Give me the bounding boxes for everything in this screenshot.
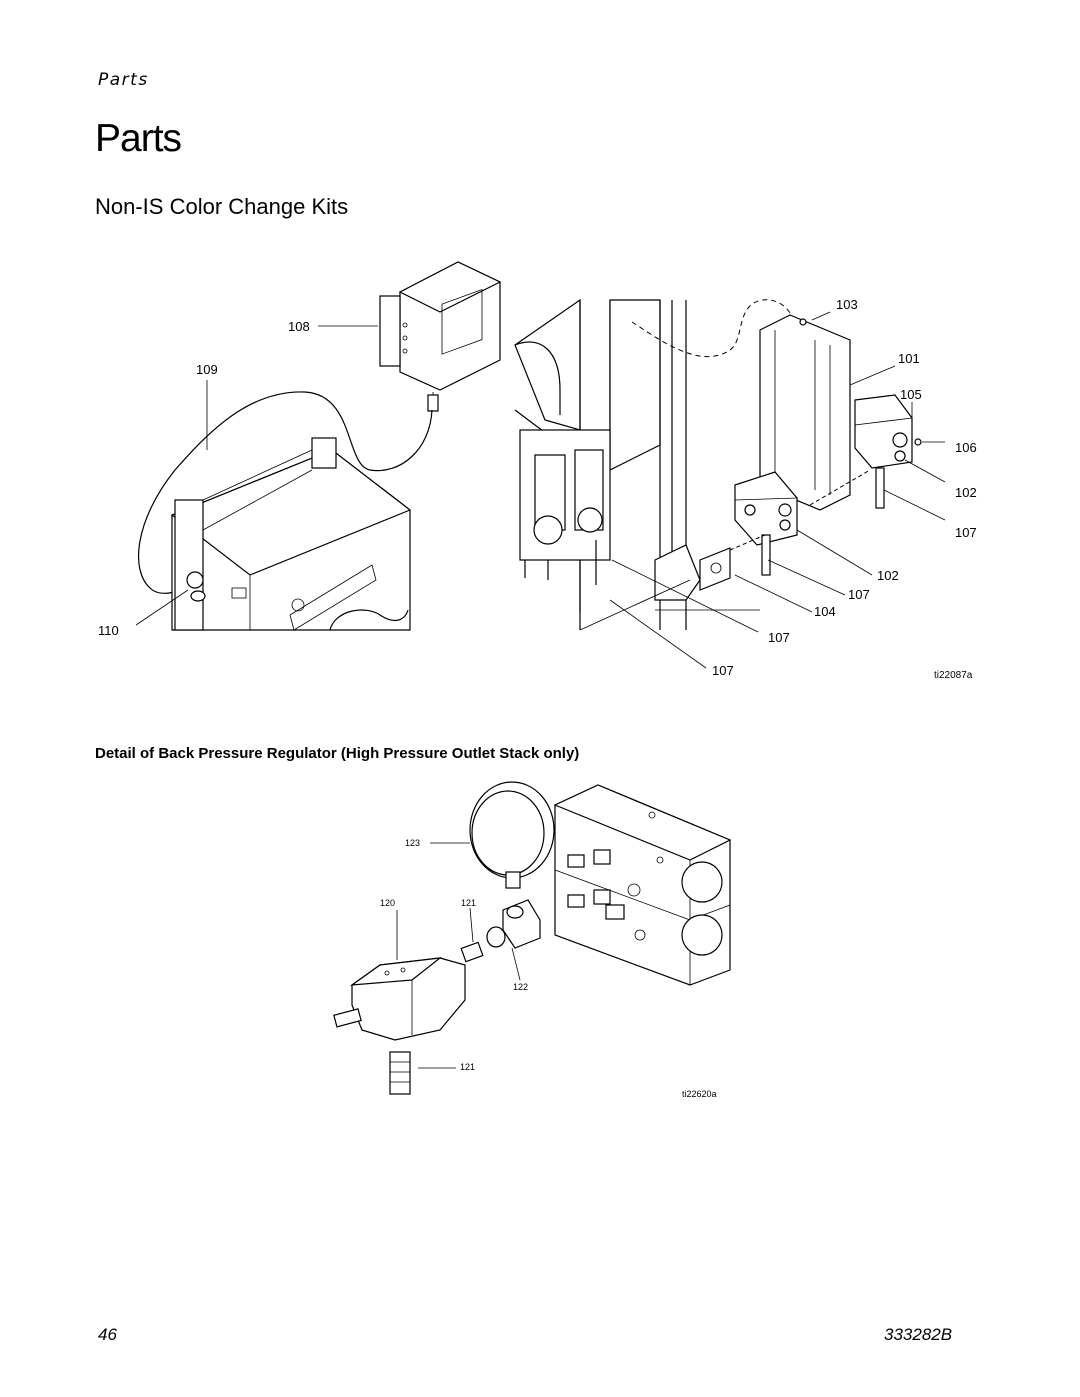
document-number: 333282B (884, 1325, 953, 1344)
callout-121-b: 121 (460, 1062, 475, 1072)
base-enclosure-drawing (170, 437, 412, 631)
callout-122: 122 (513, 982, 528, 992)
callout-107-c: 107 (768, 630, 790, 645)
page-title: Parts (95, 117, 182, 160)
callout-108: 108 (288, 319, 310, 334)
callout-109: 109 (196, 362, 218, 377)
callout-105: 105 (900, 387, 922, 402)
callout-110: 110 (98, 623, 119, 638)
callout-107-a: 107 (955, 525, 977, 540)
callout-101: 101 (898, 351, 920, 366)
callout-107-b: 107 (848, 587, 870, 602)
page-number: 46 (98, 1325, 117, 1344)
callout-102-b: 102 (877, 568, 899, 583)
mixer-frame-drawing (514, 298, 760, 631)
section-title: Non-IS Color Change Kits (95, 194, 349, 219)
callout-leaders (135, 311, 946, 669)
callout-107-d: 107 (712, 663, 734, 678)
callout-103: 103 (836, 297, 858, 312)
callout-106: 106 (955, 440, 977, 455)
callout-120: 120 (380, 898, 395, 908)
control-box-108-drawing (379, 261, 502, 412)
callout-121-a: 121 (461, 898, 476, 908)
callout-123: 123 (405, 838, 420, 848)
callout-102-a: 102 (955, 485, 977, 500)
figure-caption: Detail of Back Pressure Regulator (High … (95, 745, 580, 762)
callout-104: 104 (814, 604, 836, 619)
mounting-plate-101-drawing (729, 314, 922, 576)
figure-2-drawing (333, 781, 732, 1095)
figure-2-id: ti22620a (682, 1089, 717, 1099)
figure-1-drawing (135, 261, 946, 669)
running-head: Parts (98, 70, 149, 90)
figure-1-id: ti22087a (934, 670, 973, 681)
